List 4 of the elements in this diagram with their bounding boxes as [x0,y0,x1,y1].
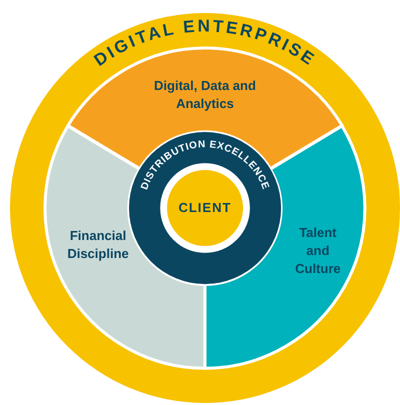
segment-label: Digital, Data and Analytics [153,76,257,113]
segment-label: Talent and Culture [294,224,342,278]
segment-label: Financial Discipline [66,226,130,263]
center-label: CLIENT [178,198,232,217]
